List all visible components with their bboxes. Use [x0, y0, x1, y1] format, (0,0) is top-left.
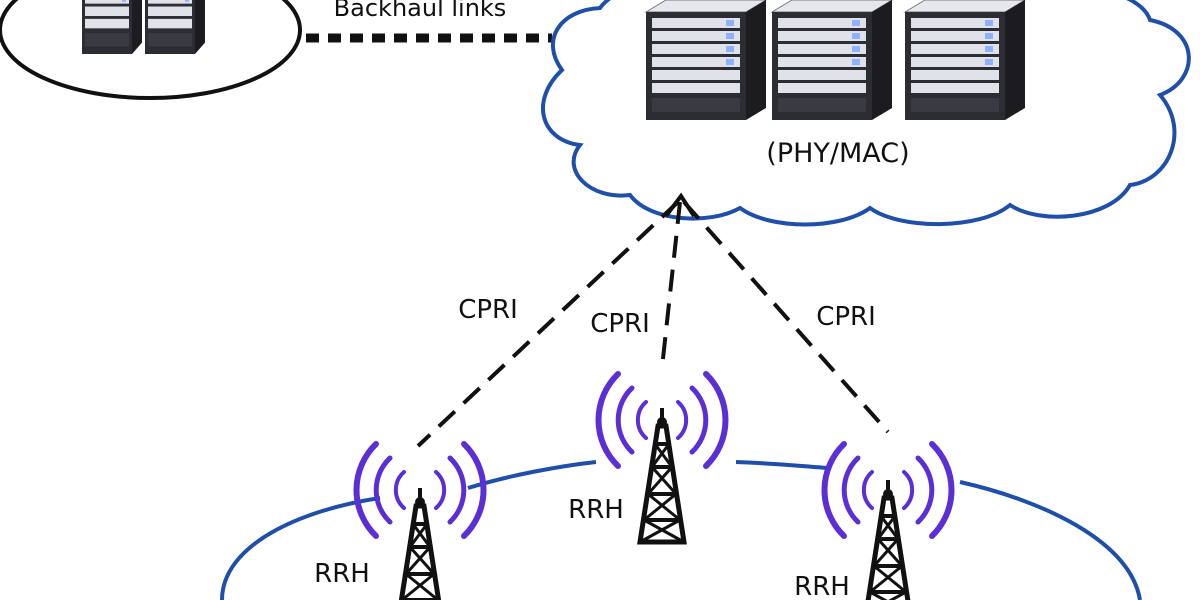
cpri-link-right	[682, 200, 890, 434]
cpri-links	[416, 200, 890, 448]
core-network-ellipse	[0, 0, 302, 100]
pool-server-rack-icon	[771, 0, 893, 121]
cpri-link-center	[660, 201, 682, 369]
radio-tower-icon	[866, 480, 910, 600]
cpri-link-left	[416, 200, 680, 448]
radio-tower-icon	[640, 408, 684, 542]
rrh-label-left: RRH	[314, 559, 370, 589]
core-server-rack-icon	[81, 0, 143, 55]
core-server-rack-icon	[144, 0, 206, 55]
cpri-label-left: CPRI	[458, 295, 518, 325]
arrowhead-icon	[664, 192, 696, 218]
rrh-label-center: RRH	[568, 495, 624, 525]
backhaul-label: Backhaul links	[334, 0, 507, 22]
rrh-ring	[220, 460, 1142, 600]
pool-server-rack-icon	[645, 0, 767, 121]
bbu-pool-label: (PHY/MAC)	[766, 138, 909, 169]
rrh-label-right: RRH	[794, 572, 850, 600]
cpri-label-right: CPRI	[816, 302, 876, 332]
cpri-label-center: CPRI	[590, 309, 650, 339]
pool-server-rack-icon	[904, 0, 1026, 121]
radio-tower-icon	[398, 488, 442, 600]
